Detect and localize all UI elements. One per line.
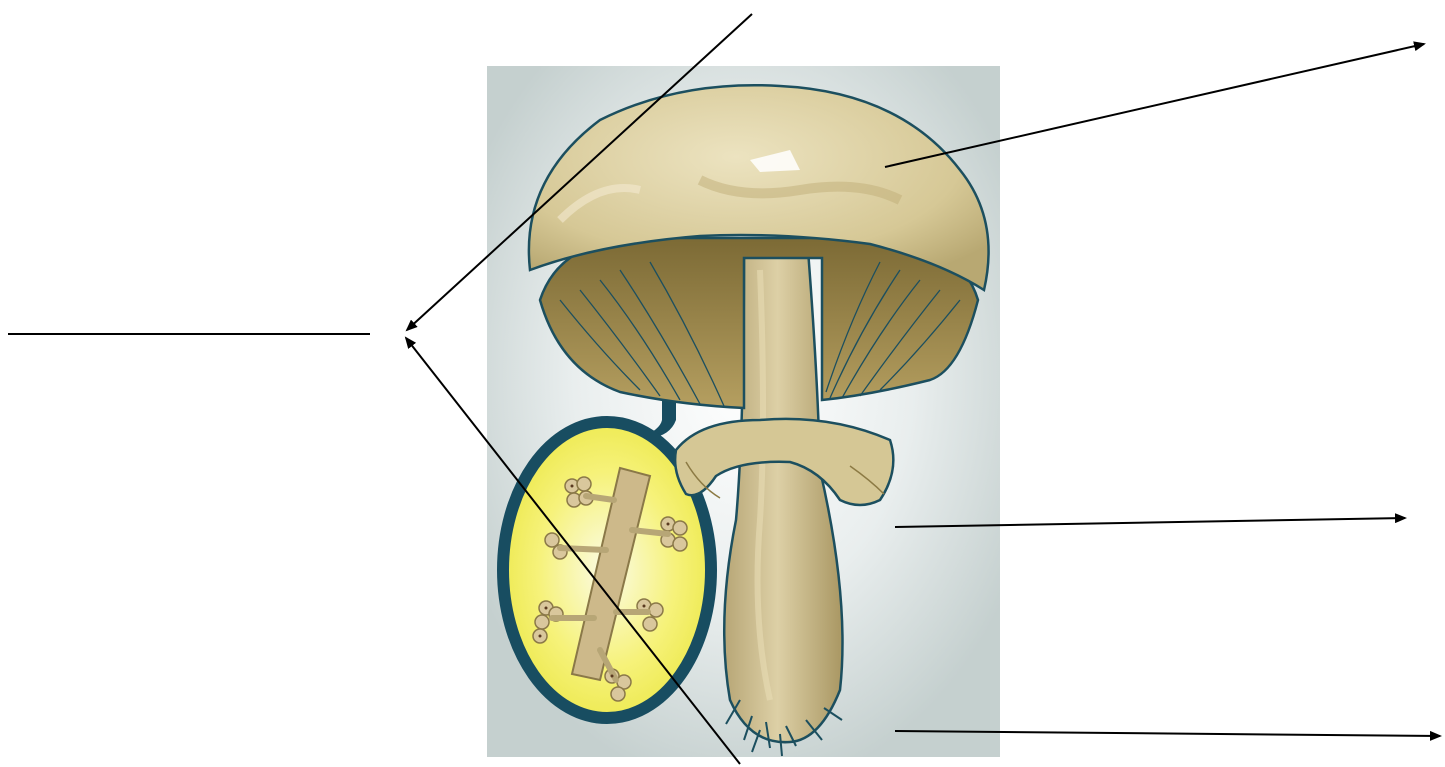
mushroom-diagram [0,0,1445,767]
worksheet [0,0,1445,767]
